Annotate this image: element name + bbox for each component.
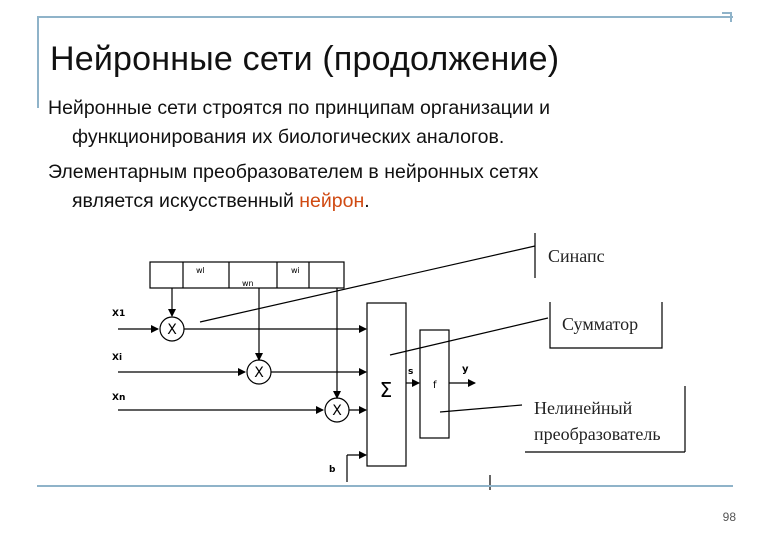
slide-title: Нейронные сети (продолжение) <box>50 40 560 78</box>
nonlinear-callout-line-2: преобразователь <box>534 424 661 444</box>
multiplier-label-2: X <box>254 365 264 381</box>
input-label-3: Xn <box>112 393 125 403</box>
multiplier-label-1: X <box>167 322 177 338</box>
activation-label: f <box>433 380 437 391</box>
nonlinear-pointer <box>439 404 523 413</box>
neuron-highlight: нейрон <box>299 190 365 212</box>
paragraph-1-line-2: функционирования их биологических аналог… <box>72 126 505 148</box>
weight-label-2: wn <box>242 279 254 288</box>
activation-box <box>419 329 450 439</box>
frame-left-line <box>37 16 39 108</box>
page-number: 98 <box>722 510 736 524</box>
weight-label-1: wl <box>196 266 205 275</box>
frame-top-line <box>37 16 733 18</box>
synapse-pointer <box>199 245 536 323</box>
input-label-1: X1 <box>112 309 125 319</box>
output-label: y <box>462 364 469 375</box>
multiplier-label-3: X <box>332 403 342 419</box>
weight-label-3: wi <box>291 266 300 275</box>
synapse-callout: Синапс <box>548 246 605 266</box>
paragraph-1: Нейронные сети строятся по принципам орг… <box>48 94 550 152</box>
input-label-2: Xi <box>112 353 122 363</box>
paragraph-2-line-2: является искусственный нейрон. <box>48 187 538 216</box>
weights-box <box>149 261 345 289</box>
sum-output-label: s <box>408 367 413 377</box>
adder-callout-border <box>549 302 663 349</box>
paragraph-2-line-1: Элементарным преобразователем в нейронны… <box>48 161 539 183</box>
bias-label: b <box>329 465 336 475</box>
paragraph-1-line-1: Нейронные сети строятся по принципам орг… <box>48 97 550 119</box>
nonlinear-callout-line-1: Нелинейный <box>534 398 633 418</box>
frame-corner <box>722 12 732 22</box>
adder-callout: Сумматор <box>562 314 638 334</box>
adder-pointer <box>389 317 549 356</box>
sum-symbol: Σ <box>380 378 393 402</box>
adder-box <box>366 302 407 467</box>
paragraph-2-prefix: является искусственный <box>72 190 300 212</box>
footer-line <box>37 485 733 487</box>
paragraph-2-suffix: . <box>364 190 370 212</box>
paragraph-2: Элементарным преобразователем в нейронны… <box>48 158 538 216</box>
